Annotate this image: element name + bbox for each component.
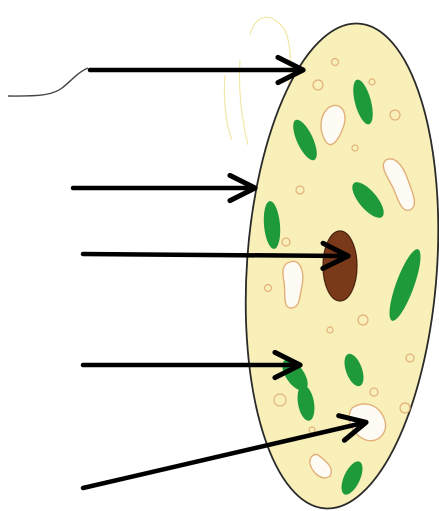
- nucleus: [323, 231, 357, 301]
- arrow-3: [83, 254, 345, 256]
- sketch-scribble: [8, 68, 88, 96]
